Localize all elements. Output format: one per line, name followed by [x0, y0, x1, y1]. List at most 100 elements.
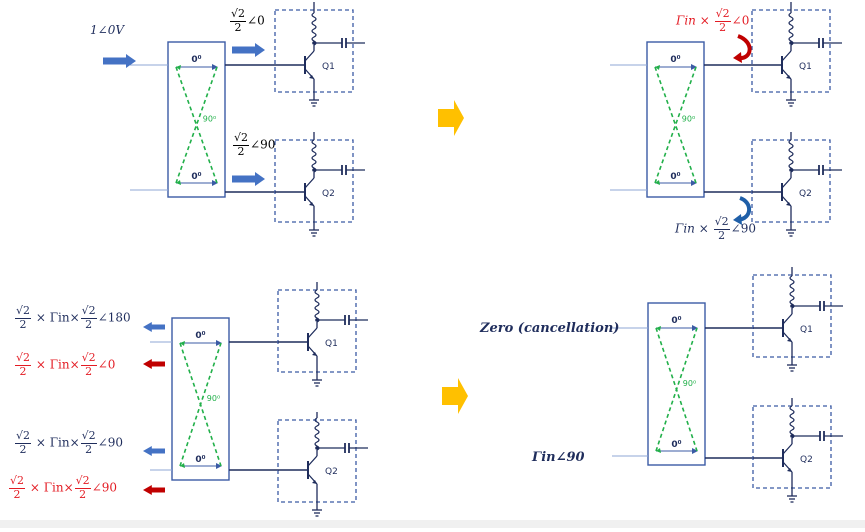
tl-q1-inductor — [311, 12, 317, 46]
formula1-mid: × Γin× — [35, 310, 80, 325]
tl-diag-head-1 — [176, 65, 181, 70]
br-phase-top: 0⁰ — [671, 316, 681, 326]
formula4-b-num: √2 — [74, 474, 91, 489]
tr-reflection-head-1 — [733, 52, 742, 63]
bl-q1-inductor — [314, 289, 320, 323]
bl-q1-transistor-label: Q1 — [325, 339, 338, 349]
formula3-b-num: √2 — [80, 429, 97, 444]
tl-port1-arrow — [232, 43, 265, 57]
br-phase-mid: 90⁰ — [683, 379, 696, 388]
input-voltage-label: 1∠0V — [90, 23, 124, 37]
tl-phase-bot: 0⁰ — [191, 172, 201, 182]
bl-cross-diag-2 — [179, 342, 222, 467]
tl-port2-arrow — [232, 172, 265, 186]
bl-reflect-arrow-3 — [143, 446, 165, 456]
tr-q2-output-node — [789, 168, 793, 172]
reflection2-times: × — [698, 221, 709, 236]
tr-q2-inductor — [788, 139, 794, 173]
reflection2-den: 2 — [718, 228, 726, 242]
tl-q2-emitter-arrow — [309, 202, 314, 206]
tr-q1-output-node — [789, 41, 793, 45]
br-phase-bot: 0⁰ — [671, 440, 681, 450]
tr-q2-emitter-arrow — [786, 202, 791, 206]
bl-q2-output-node — [315, 446, 319, 450]
bl-reflect-arrow-4 — [143, 485, 165, 495]
bl-coupler-box — [171, 317, 230, 481]
br-q1-output-node — [790, 304, 794, 308]
br-q2-collector-lead — [782, 443, 793, 455]
formula3-a-den: 2 — [19, 442, 27, 456]
cancellation-result-label: Zero (cancellation) — [480, 321, 620, 336]
bl-q1-emitter-arrow — [312, 352, 317, 356]
tr-q2-transistor-label: Q2 — [799, 189, 812, 199]
tr-diag-head-1 — [655, 65, 660, 70]
tr-diag-head-2 — [655, 180, 660, 185]
formula3-mid: × Γin× — [35, 435, 80, 450]
bl-q1-output-node — [315, 318, 319, 322]
bottom-edge-band — [0, 520, 865, 528]
tl-q1-emitter-arrow — [309, 75, 314, 79]
formula2-angle: ∠0 — [97, 357, 116, 372]
formula1-a-den: 2 — [19, 317, 27, 331]
br-q2-transistor-label: Q2 — [800, 455, 813, 465]
reflection1-gamma: Γin — [676, 13, 696, 28]
reflection1-angle: ∠0 — [731, 13, 750, 28]
bl-diag-head-1 — [180, 341, 185, 346]
bl-q2-emitter-arrow — [312, 480, 317, 484]
tr-q2-collector-lead — [781, 177, 792, 189]
tl-cross-diag-1 — [175, 66, 218, 184]
bl-q2-transistor-label: Q2 — [325, 467, 338, 477]
port1-den: 2 — [234, 20, 242, 34]
bl-diag-head-2 — [180, 463, 185, 468]
br-coupler-box — [647, 302, 706, 466]
formula2-a-num: √2 — [15, 351, 32, 366]
tl-q1-collector-lead — [304, 50, 315, 62]
tr-q1-collector-lead — [781, 50, 792, 62]
bl-q2-inductor — [314, 417, 320, 451]
formula3-b-den: 2 — [85, 442, 93, 456]
formula4-a-den: 2 — [13, 487, 21, 501]
formula2-b-den: 2 — [85, 364, 93, 378]
tl-q1-output-node — [312, 41, 316, 45]
reflection2-angle: ∠90 — [730, 221, 756, 236]
formula4-a-num: √2 — [9, 474, 26, 489]
formula4-mid: × Γin× — [29, 480, 74, 495]
port2-angle: ∠90 — [250, 137, 276, 152]
formula4-b-den: 2 — [79, 487, 87, 501]
tl-diag-head-2 — [176, 180, 181, 185]
tr-q1-emitter-arrow — [786, 75, 791, 79]
tl-q2-collector-lead — [304, 177, 315, 189]
formula2-a-den: 2 — [19, 364, 27, 378]
tr-coupler-box — [646, 41, 705, 198]
tl-q2-output-node — [312, 168, 316, 172]
tr-q1-transistor-label: Q1 — [799, 62, 812, 72]
port2-den: 2 — [237, 144, 245, 158]
formula1-angle: ∠180 — [97, 310, 131, 325]
port1-ratio: √2 — [230, 7, 247, 22]
tr-phase-bot: 0⁰ — [670, 172, 680, 182]
formula3-a-num: √2 — [15, 429, 32, 444]
step-arrow-bottom — [442, 378, 468, 414]
tr-reflection-head-2 — [733, 214, 742, 225]
br-q1-collector-lead — [782, 313, 793, 325]
formula1-b-num: √2 — [80, 304, 97, 319]
reflection1-times: × — [699, 13, 710, 28]
formula2-b-num: √2 — [80, 351, 97, 366]
tr-phase-top: 0⁰ — [670, 55, 680, 65]
bl-q1-collector-lead — [307, 327, 318, 339]
br-q2-output-node — [790, 434, 794, 438]
br-q2-emitter-arrow — [787, 468, 792, 472]
reflection2-gamma: Γin — [675, 221, 695, 236]
